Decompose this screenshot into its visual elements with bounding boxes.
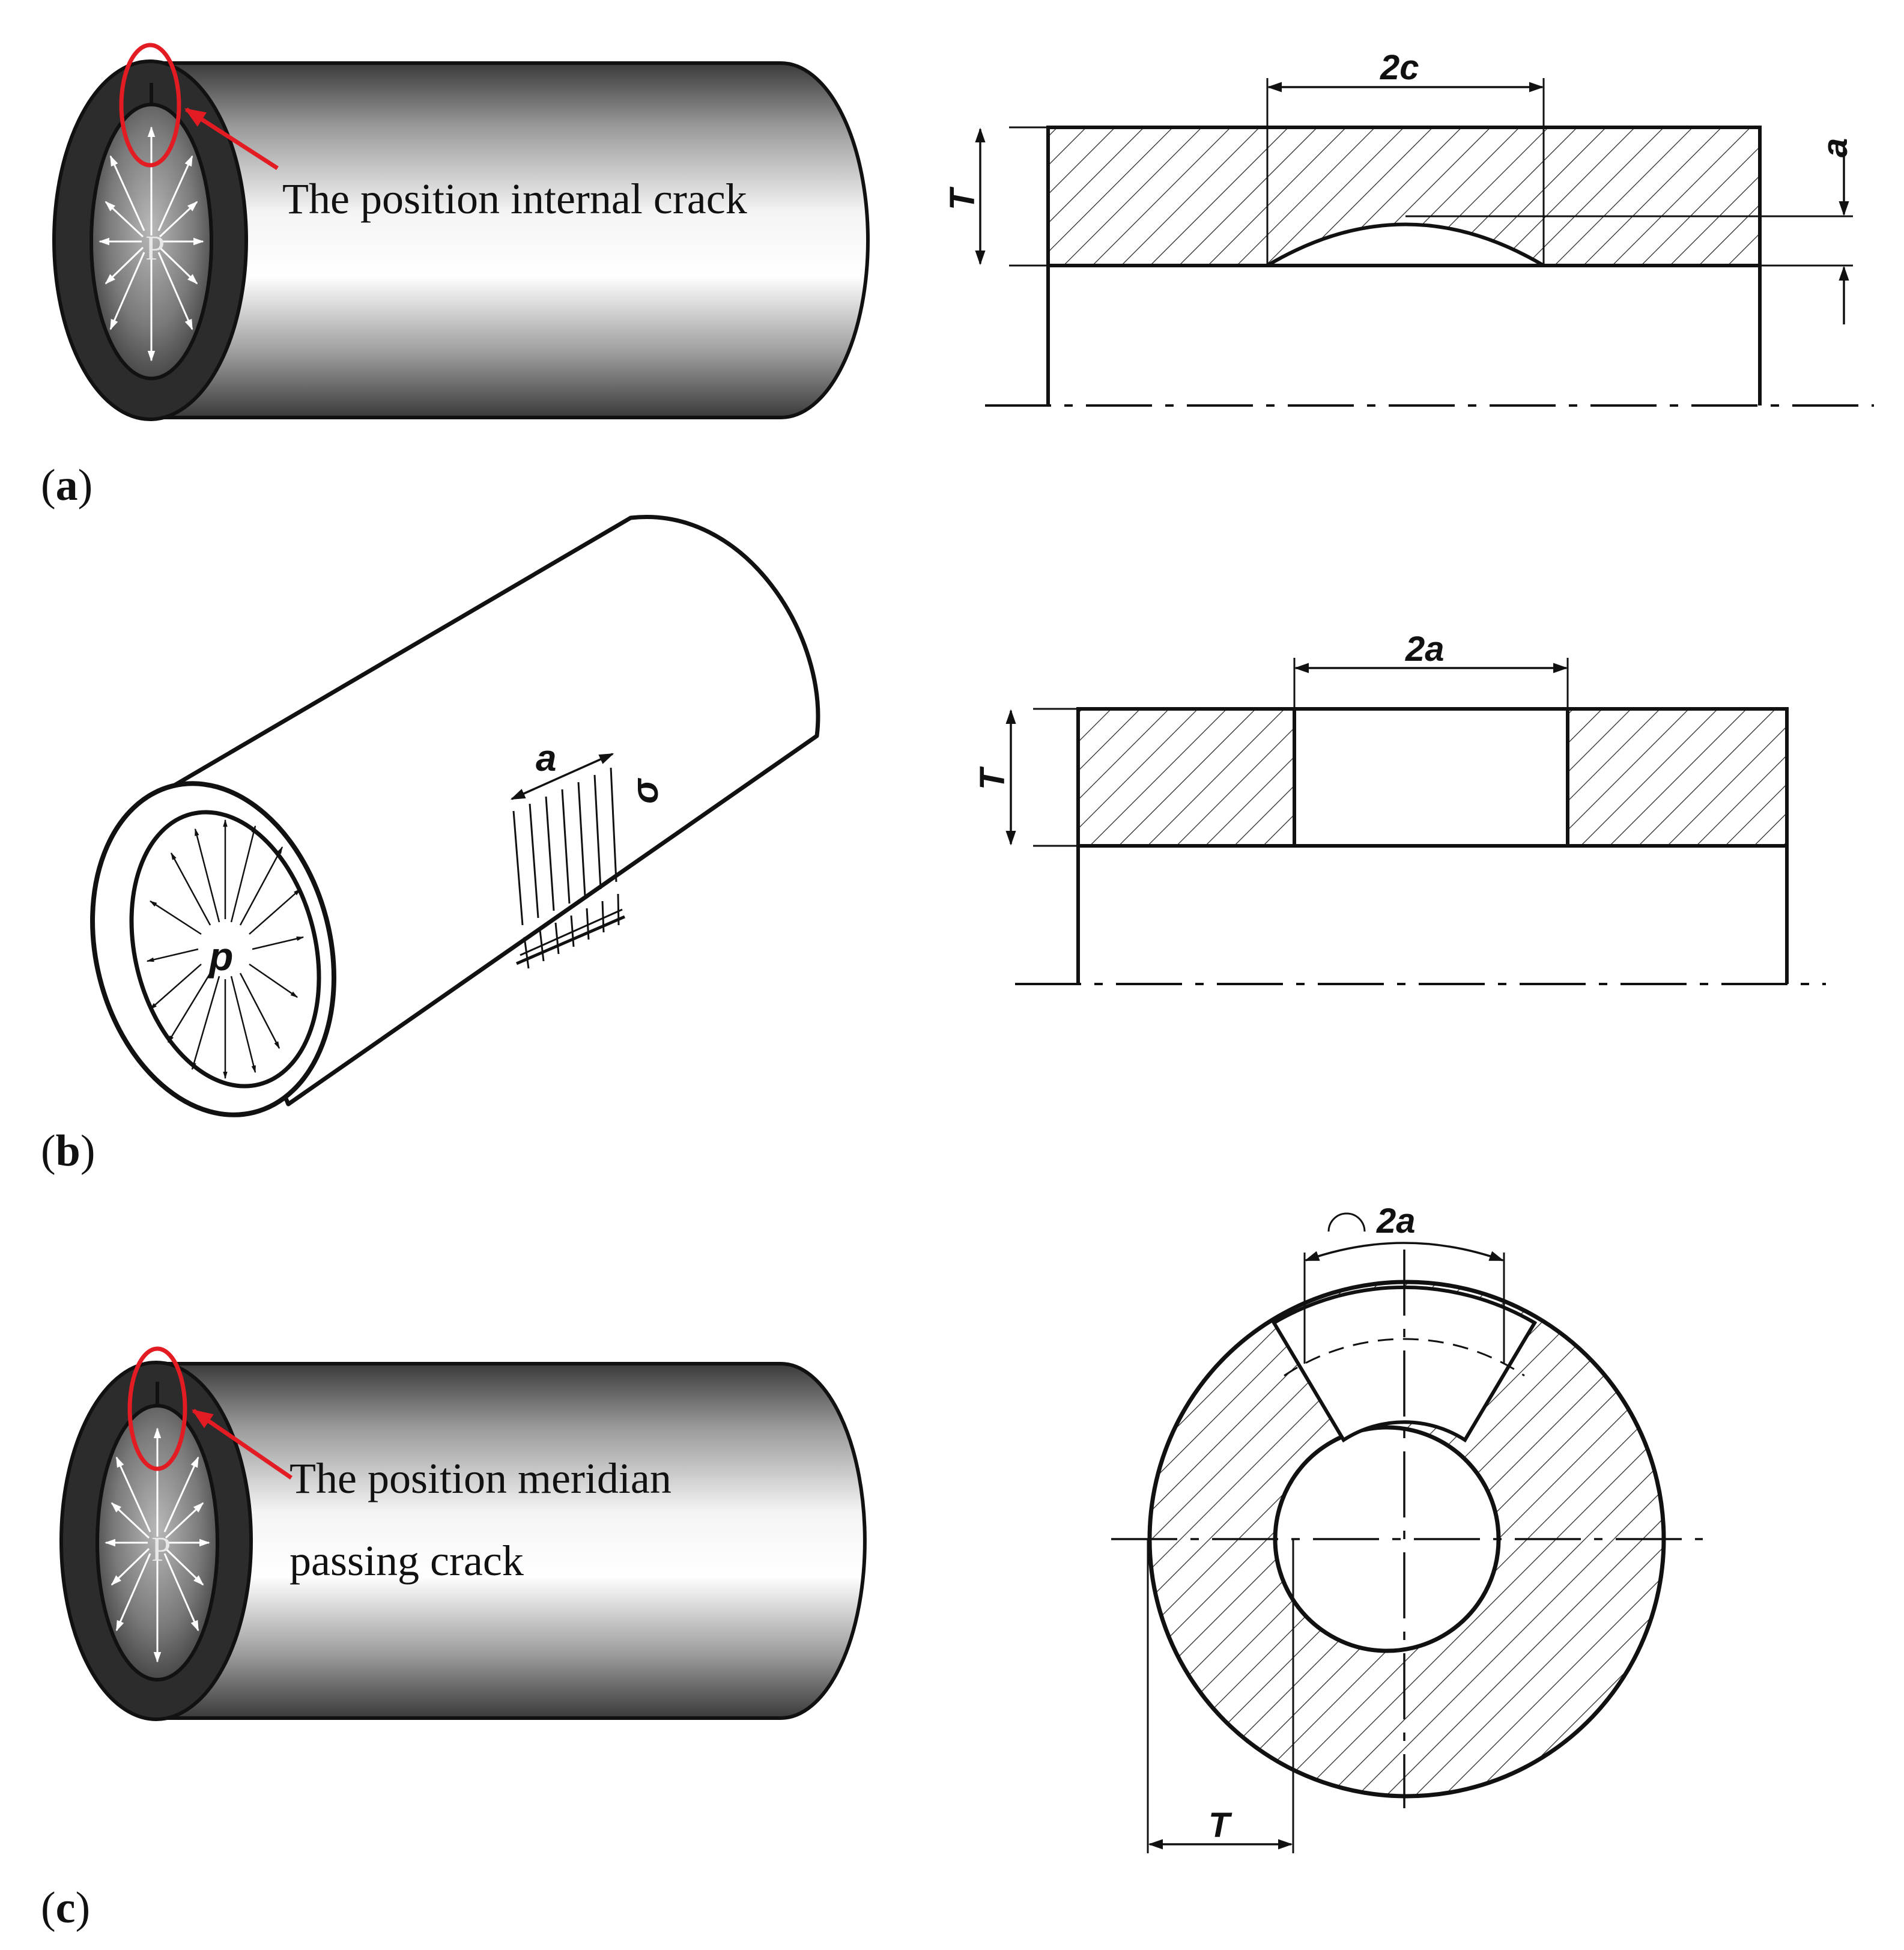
annotation-text-c-line2: passing crack bbox=[290, 1537, 524, 1585]
pressure-arrows-b bbox=[146, 819, 305, 1080]
dim-label-T-b: T bbox=[973, 766, 1012, 790]
pressure-arrows-a bbox=[99, 126, 204, 362]
panel-a-cylinder: P The position internal crack bbox=[52, 43, 870, 421]
panel-label-b: (b) bbox=[41, 1126, 95, 1176]
dim-label-a-depth: a bbox=[1816, 138, 1855, 157]
panel-label-a: (a) bbox=[41, 461, 92, 510]
panel-a-section: 2c T a bbox=[943, 48, 1874, 407]
dim-label-T-a: T bbox=[943, 186, 982, 210]
dim-label-2c: 2c bbox=[1380, 48, 1419, 87]
dim-label-2a-b: 2a bbox=[1405, 630, 1445, 669]
panel-b-section: 2a T bbox=[973, 630, 1826, 985]
annotation-text-a: The position internal crack bbox=[282, 175, 747, 223]
dim-label-T-c: T bbox=[1208, 1806, 1232, 1845]
annotation-pointer-c bbox=[192, 1409, 293, 1480]
pressure-label-b: p bbox=[208, 934, 233, 979]
crack-highlight-ellipse-c bbox=[127, 1346, 187, 1471]
panel-c-ring-section: 2a T bbox=[1111, 1201, 1703, 1853]
pressure-label-c: P bbox=[151, 1529, 171, 1569]
panel-label-c: (c) bbox=[41, 1883, 90, 1933]
stress-label-b: σ bbox=[625, 777, 666, 804]
annotation-pointer-a bbox=[184, 108, 279, 170]
pressure-label-a: P bbox=[145, 228, 165, 267]
crack-stress-region-b bbox=[512, 767, 625, 969]
pressure-arrows-c bbox=[105, 1427, 210, 1663]
dim-label-2a-c: 2a bbox=[1376, 1201, 1416, 1241]
crack-highlight-ellipse-a bbox=[119, 43, 181, 168]
panel-b-cylinder: p a σ bbox=[90, 515, 820, 1117]
annotation-text-c-line1: The position meridian bbox=[290, 1454, 672, 1502]
crack-length-label-b: a bbox=[536, 738, 556, 779]
dim-arc-2a-c bbox=[1304, 1242, 1505, 1262]
crack-length-arrow-b bbox=[510, 753, 614, 800]
panel-c-cylinder: P The position meridian passing crack bbox=[59, 1346, 867, 1721]
